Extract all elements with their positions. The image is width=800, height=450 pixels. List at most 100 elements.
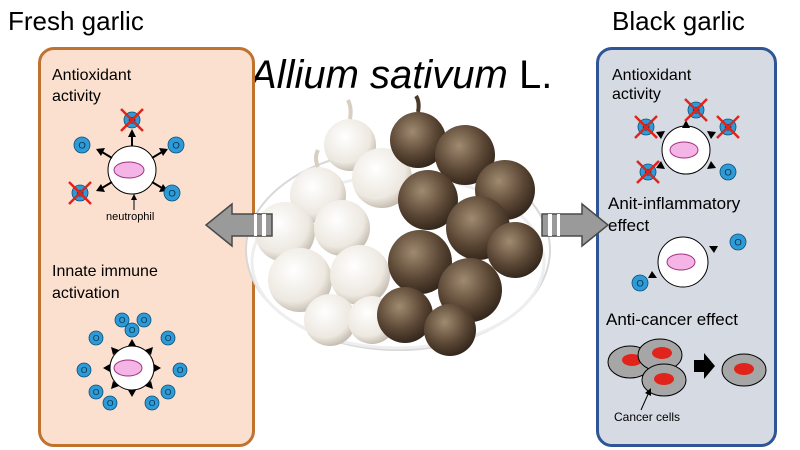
black-antioxidant-label-line2: activity	[612, 86, 661, 103]
black-garlic-heading: Black garlic	[612, 6, 745, 36]
radical-circle	[88, 384, 104, 400]
release-arrow	[151, 181, 163, 189]
radical-symbol: O	[93, 387, 100, 397]
radical-molecules: OOOOOOOOOOOOOOOOOOOOOOO	[68, 98, 747, 411]
cancer-nucleus	[652, 347, 672, 359]
radical-molecule: O	[88, 330, 104, 346]
radical-symbol: O	[724, 168, 731, 179]
fresh-innate-immune-diagram	[103, 339, 161, 397]
release-arrow-head	[128, 129, 136, 137]
garlic-bulb	[435, 125, 495, 185]
garlic-bulb	[487, 222, 543, 278]
neutralized-radical: O	[716, 115, 740, 139]
radical-symbol: O	[107, 398, 114, 408]
radical-molecule: O	[163, 184, 181, 202]
radical-molecule: O	[167, 136, 185, 154]
radical-circle	[172, 362, 188, 378]
cross-mark	[634, 115, 658, 139]
burst-arrow	[128, 339, 136, 346]
black-antioxidant-diagram	[656, 120, 716, 175]
garlic-bulb	[388, 230, 452, 294]
radical-symbol: O	[129, 325, 136, 335]
cancer-cells-pointer	[640, 391, 650, 411]
radical-molecule: O	[73, 136, 91, 154]
radical-circle	[167, 136, 185, 154]
garlic-bulb	[424, 304, 476, 356]
cross-mark	[636, 160, 660, 184]
garlic-bulb	[398, 170, 458, 230]
release-arrow	[101, 181, 113, 189]
cancer-nucleus	[654, 373, 674, 385]
arrow-to-fresh-stripe	[262, 214, 266, 236]
neutrophil-nucleus	[113, 161, 145, 179]
radical-symbol: O	[168, 189, 175, 200]
release-arrow-head	[96, 184, 105, 192]
garlic-bulb	[304, 294, 356, 346]
burst-arrow	[145, 347, 153, 355]
radical-symbol: O	[141, 315, 148, 325]
species-title-suffix: L.	[507, 53, 553, 97]
radical-molecule: O	[172, 362, 188, 378]
radical-circle	[631, 274, 649, 292]
radical-circle	[136, 312, 152, 328]
release-arrow-head	[707, 161, 716, 169]
cross-mark	[120, 108, 144, 132]
neutralized-radical: O	[634, 115, 658, 139]
cross-mark	[68, 181, 92, 205]
cross-mark	[684, 98, 708, 122]
radical-symbol: O	[165, 333, 172, 343]
radical-circle	[124, 322, 140, 338]
radical-molecule: O	[160, 330, 176, 346]
species-title: Allium sativum L.	[250, 52, 552, 98]
radical-molecule: O	[719, 163, 737, 181]
antiinflammatory-label-line2: effect	[608, 216, 650, 235]
arrow-to-fresh	[204, 202, 273, 248]
radical-circle	[719, 163, 737, 181]
fresh-garlic-heading: Fresh garlic	[8, 6, 144, 36]
black-antioxidant-label-line1: Antioxidant	[612, 67, 692, 84]
radical-molecule: O	[136, 312, 152, 328]
garlic-bulb	[330, 245, 390, 305]
radical-circle	[160, 330, 176, 346]
radical-circle	[76, 362, 92, 378]
garlic-bulb	[377, 287, 433, 343]
cancer-nucleus	[734, 363, 754, 375]
burst-arrow	[103, 364, 110, 372]
radical-molecule: O	[102, 395, 118, 411]
release-arrow-head	[707, 131, 716, 139]
release-arrow-head	[648, 271, 657, 278]
radical-symbol: O	[81, 365, 88, 375]
neutrophil-nucleus	[669, 141, 699, 159]
radical-symbol: O	[149, 398, 156, 408]
radical-circle	[160, 384, 176, 400]
release-arrow	[101, 151, 113, 159]
radical-circle	[144, 395, 160, 411]
radical-circle	[114, 312, 130, 328]
arrow-to-black-stripe	[548, 214, 552, 236]
anticancer-label: Anti-cancer effect	[606, 310, 738, 329]
garlic-stem	[346, 99, 353, 120]
anticancer-diagram	[607, 338, 767, 411]
cancer-cells-label: Cancer cells	[614, 410, 681, 424]
radical-circle	[729, 233, 747, 251]
neutralized-radical: O	[68, 181, 92, 205]
neutralized-radical: O	[684, 98, 708, 122]
fresh-antioxidant-label-line1: Antioxidant	[52, 67, 132, 84]
garlic-bulb	[314, 200, 370, 256]
fresh-antioxidant-diagram	[96, 129, 168, 210]
neutrophil-nucleus	[666, 253, 696, 271]
radical-circle	[73, 136, 91, 154]
neutrophil-label: neutrophil	[106, 211, 155, 223]
radical-circle	[163, 184, 181, 202]
release-arrow-head	[656, 161, 665, 169]
radical-molecule: O	[124, 322, 140, 338]
neutralized-radical: O	[120, 108, 144, 132]
release-arrow-head	[682, 120, 690, 128]
release-arrow-head	[96, 148, 105, 156]
innate-immune-label-line1: Innate immune	[52, 263, 158, 280]
cancer-nucleus	[622, 354, 642, 366]
radical-symbol: O	[165, 387, 172, 397]
radical-symbol: O	[78, 141, 85, 152]
radical-molecule: O	[729, 233, 747, 251]
release-arrow-head	[159, 148, 168, 156]
